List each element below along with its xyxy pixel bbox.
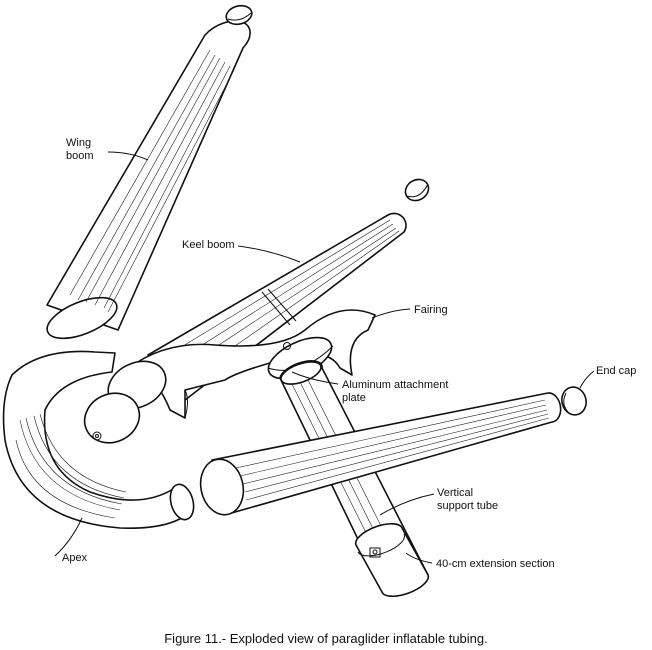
label-wing-boom-line2: boom (66, 150, 94, 162)
label-apex: Apex (62, 552, 88, 564)
leader-lines (54, 151, 595, 564)
label-vertical-support-line1: Vertical (437, 487, 473, 499)
label-vertical-support-line2: support tube (437, 500, 498, 512)
label-keel-boom: Keel boom (182, 239, 235, 251)
end-cap (561, 386, 587, 416)
label-fairing: Fairing (414, 304, 448, 316)
extension-section (354, 522, 430, 598)
fairing (119, 309, 376, 419)
keel-nose-fitting (83, 360, 167, 444)
label-attachment-plate-line1: Aluminum attachment (342, 379, 448, 391)
wing-boom-end-cap (225, 4, 253, 26)
label-end-cap: End cap (596, 365, 636, 377)
figure-caption: Figure 11.- Exploded view of paraglider … (164, 631, 488, 646)
lower-wing-boom (199, 392, 562, 516)
apex (2, 350, 195, 529)
keel-boom-end-cap (404, 178, 430, 202)
label-attachment-plate-line2: plate (342, 392, 366, 404)
label-extension-section: 40-cm extension section (436, 558, 555, 570)
label-wing-boom-line1: Wing (66, 137, 91, 149)
wing-boom (46, 20, 251, 340)
